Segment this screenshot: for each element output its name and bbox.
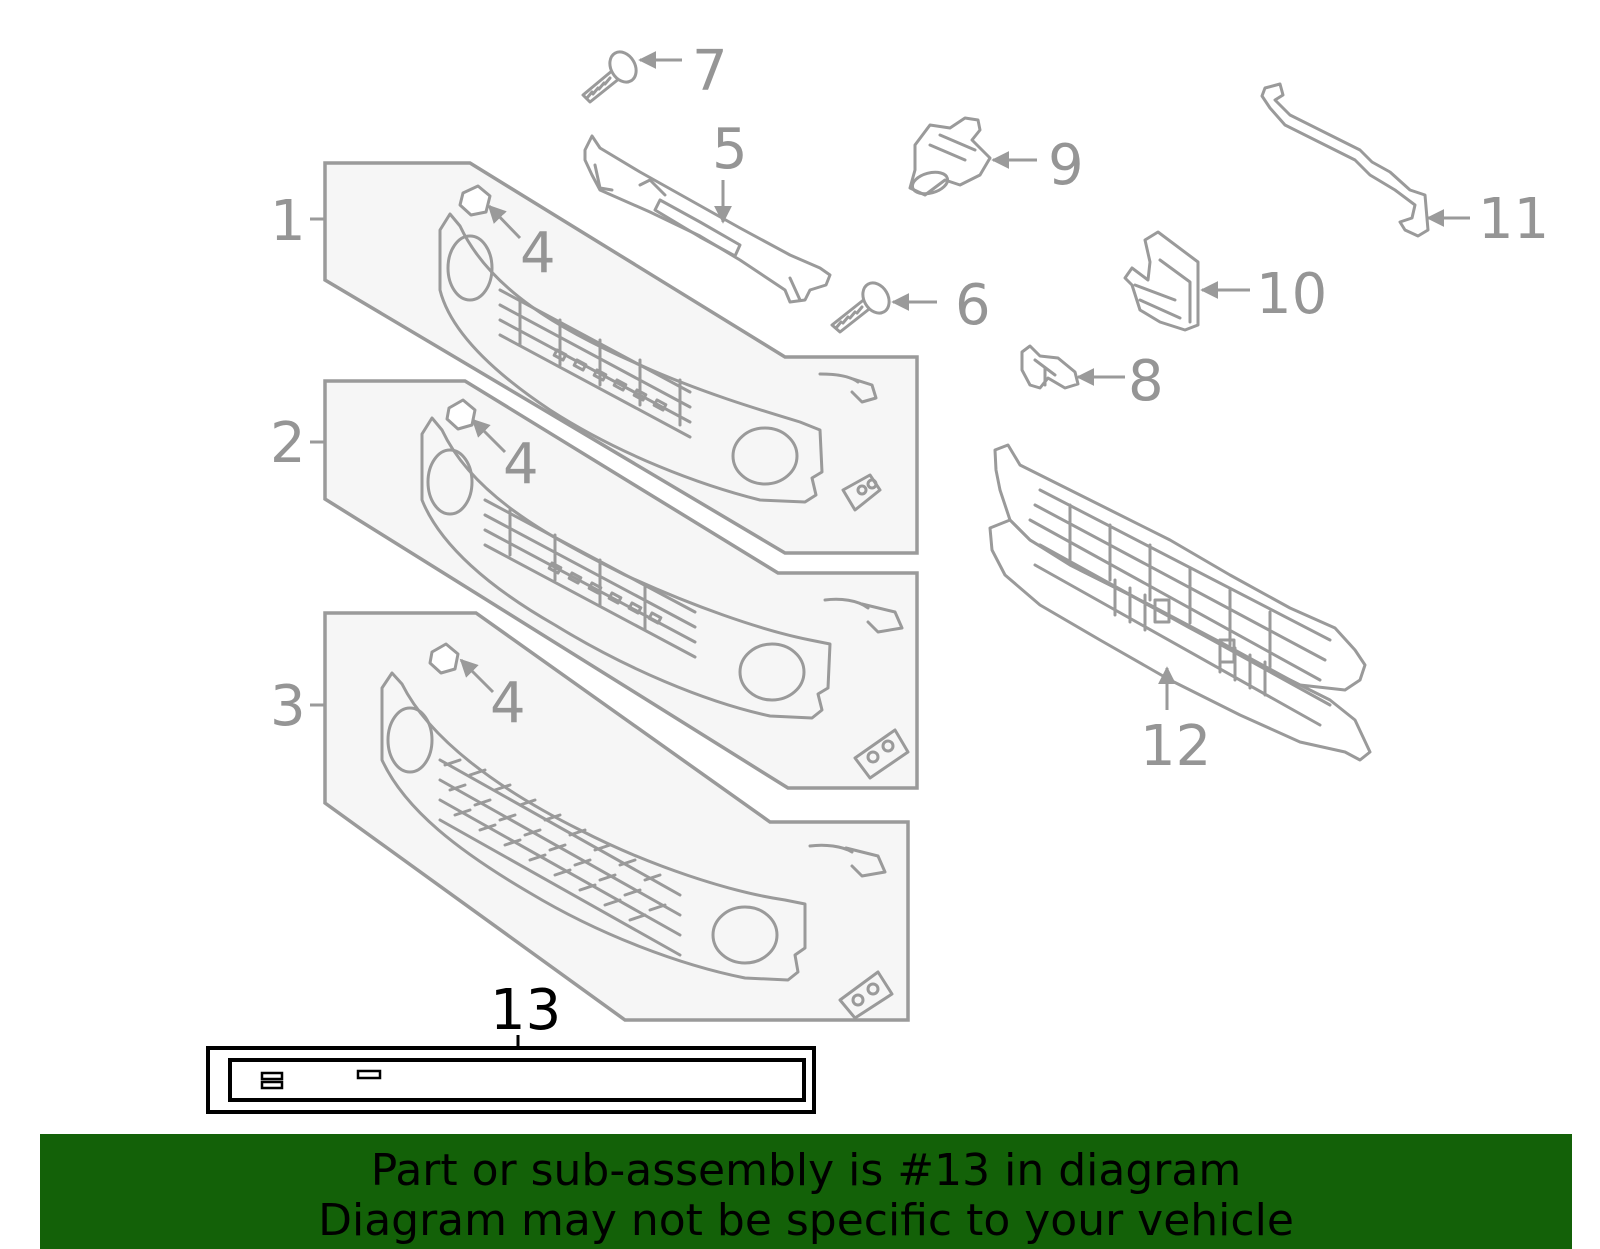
part-10-bracket: 10 [1123, 230, 1327, 332]
callout-1: 1 [270, 189, 306, 254]
callout-8: 8 [1128, 349, 1164, 414]
callout-7: 7 [692, 39, 728, 104]
info-banner: Part or sub-assembly is #13 in diagram D… [40, 1134, 1572, 1249]
grille-assembly-2: 2 4 [270, 379, 919, 790]
callout-4c: 4 [490, 671, 526, 736]
callout-9: 9 [1048, 133, 1084, 198]
callout-10: 10 [1256, 262, 1327, 327]
callout-11: 11 [1478, 187, 1549, 252]
callout-3: 3 [270, 674, 306, 739]
callout-4b: 4 [503, 432, 539, 497]
callout-6: 6 [955, 273, 991, 338]
callout-4a: 4 [520, 221, 556, 286]
part-7-bolt: 7 [581, 39, 728, 104]
part-6-bolt: 6 [830, 273, 991, 338]
part-5-bracket: 5 [583, 117, 832, 304]
part-13-nameplate: 13 [206, 978, 816, 1114]
parts-diagram: 1 4 2 4 [206, 39, 1549, 1114]
part-8-clip: 8 [1020, 344, 1164, 414]
callout-5: 5 [712, 117, 748, 182]
grille-assembly-3: 3 4 [270, 611, 910, 1022]
grille-assembly-1: 1 4 [270, 161, 919, 555]
part-11-wire: 11 [1260, 82, 1549, 252]
part-12-reinforcement: 12 [988, 443, 1372, 779]
banner-line-2: Diagram may not be specific to your vehi… [318, 1195, 1294, 1246]
part-9-sensor: 9 [908, 116, 1084, 198]
callout-2: 2 [270, 411, 306, 476]
banner-line-1: Part or sub-assembly is #13 in diagram [370, 1145, 1242, 1196]
callout-13: 13 [490, 978, 561, 1043]
callout-12: 12 [1140, 714, 1211, 779]
